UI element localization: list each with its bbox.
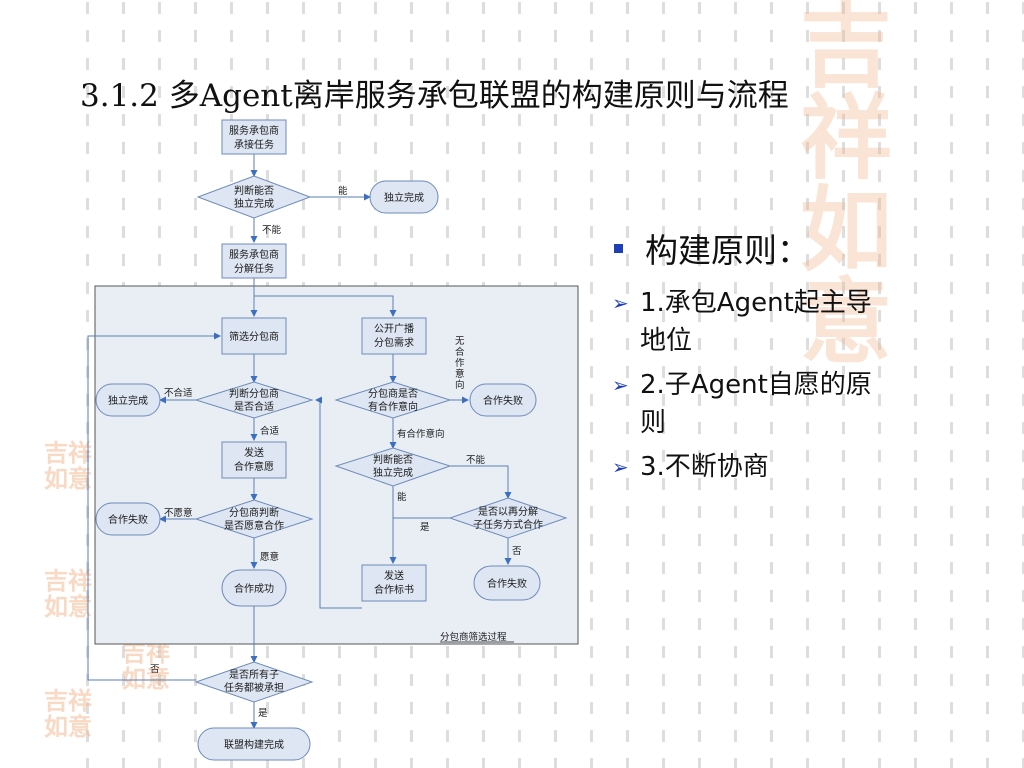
arrow-bullet-icon: ➢ xyxy=(612,291,629,315)
node-contractor-task-l2: 承接任务 xyxy=(234,138,274,151)
node-intention-l2: 有合作意向 xyxy=(368,400,418,413)
node-send-will xyxy=(221,441,287,479)
node-fail-right1-l1: 合作失败 xyxy=(483,394,523,407)
node-publish xyxy=(361,317,427,355)
node-send-will-l1: 发送 xyxy=(244,446,264,459)
edge-label-has-intention: 有合作意向 xyxy=(397,428,445,440)
node-fail-left-l1: 合作失败 xyxy=(108,513,148,526)
node-judge-independent xyxy=(196,175,312,219)
node-done xyxy=(197,727,311,761)
principle-item: ➢ 2.子Agent自愿的原则 xyxy=(612,366,912,442)
decorative-seal-small-4: 吉祥如意 xyxy=(44,686,92,741)
decorative-seal-small-2: 吉祥如意 xyxy=(44,566,92,621)
decorative-seal-large: 吉祥如意 xyxy=(800,0,893,376)
node-send-bid-l2: 合作标书 xyxy=(374,583,414,596)
square-bullet-icon xyxy=(614,243,623,253)
principle-item-text: 2.子Agent自愿的原则 xyxy=(640,370,872,438)
principles-heading: 构建原则： xyxy=(612,224,912,272)
edge-label-unwilling: 不愿意 xyxy=(164,507,193,519)
decorative-seal-small-1: 吉祥如意 xyxy=(44,438,92,493)
node-all-assigned-l1: 是否所有子 xyxy=(229,668,279,681)
edge-label-no-bottom: 否 xyxy=(150,664,160,675)
edge-label-cannot2: 不能 xyxy=(466,454,486,466)
slide-title: 3.1.2 多Agent离岸服务承包联盟的构建原则与流程 xyxy=(80,78,789,114)
edge-label-no: 否 xyxy=(512,546,522,557)
edge-label-willing: 愿意 xyxy=(260,551,279,563)
node-decompose-again-l1: 是否以再分解 xyxy=(478,505,538,518)
node-send-bid xyxy=(361,564,427,602)
node-suitable-l2: 是否合适 xyxy=(234,400,274,413)
node-willing-l1: 分包商判断 xyxy=(229,506,279,519)
node-all-assigned-l2: 任务都被承担 xyxy=(224,681,284,694)
edge-label-yes: 是 xyxy=(420,522,430,533)
node-fail-right2-l1: 合作失败 xyxy=(487,577,527,590)
node-suitable xyxy=(194,381,314,419)
node-all-assigned xyxy=(194,661,314,703)
principle-item-text: 1.承包Agent起主导地位 xyxy=(640,288,872,356)
node-willing xyxy=(194,499,314,539)
node-judge-independent2 xyxy=(334,447,452,487)
node-screen-l1: 筛选分包商 xyxy=(229,330,279,343)
edge-label-can: 能 xyxy=(338,185,348,197)
principle-item: ➢ 1.承包Agent起主导地位 xyxy=(612,284,912,360)
node-send-will-l2: 合作意愿 xyxy=(234,460,274,473)
node-judge-independent2-l1: 判断能否 xyxy=(373,453,413,466)
node-screen xyxy=(221,317,287,355)
edge-label-not-suitable: 不合适 xyxy=(164,387,193,399)
node-decompose xyxy=(221,243,287,279)
arrow-bullet-icon: ➢ xyxy=(612,373,629,397)
node-judge-independent-l1: 判断能否 xyxy=(234,184,274,197)
node-success xyxy=(221,569,287,607)
node-intention-l1: 分包商是否 xyxy=(368,387,418,400)
node-willing-l2: 是否愿意合作 xyxy=(224,519,284,532)
node-send-bid-l1: 发送 xyxy=(384,569,404,582)
frame-caption: 分包商筛选过程 xyxy=(440,631,507,643)
principle-item: ➢ 3.不断协商 xyxy=(612,448,912,486)
node-decompose-l1: 服务承包商 xyxy=(229,248,279,261)
node-contractor-task xyxy=(221,119,287,155)
node-judge-independent-l2: 独立完成 xyxy=(234,197,274,210)
node-independent-left-l1: 独立完成 xyxy=(108,394,148,407)
node-intention xyxy=(334,381,452,419)
node-decompose-again-l2: 子任务方式合作 xyxy=(473,518,543,531)
edge-label-no-intention: 无合作意向 xyxy=(455,336,465,391)
node-decompose-l2: 分解任务 xyxy=(234,262,274,275)
node-decompose-again xyxy=(448,497,568,539)
node-publish-l2: 分包需求 xyxy=(374,336,414,349)
edge-label-yes-bottom: 是 xyxy=(258,708,268,719)
edge-label-can2: 能 xyxy=(397,491,407,503)
node-judge-independent2-l2: 独立完成 xyxy=(373,466,413,479)
node-independent-top xyxy=(369,180,439,214)
edge-label-suitable: 合适 xyxy=(260,425,280,437)
node-success-l1: 合作成功 xyxy=(234,582,274,595)
principles-heading-text: 构建原则： xyxy=(645,231,810,270)
node-independent-top-l1: 独立完成 xyxy=(384,191,424,204)
node-independent-left xyxy=(95,383,161,417)
edge-label-cannot: 不能 xyxy=(262,224,282,236)
principle-item-text: 3.不断协商 xyxy=(640,452,769,482)
node-suitable-l1: 判断分包商 xyxy=(229,387,279,400)
arrow-bullet-icon: ➢ xyxy=(612,455,629,479)
node-publish-l1: 公开广播 xyxy=(374,322,414,335)
node-fail-left xyxy=(95,502,161,536)
node-contractor-task-l1: 服务承包商 xyxy=(229,124,279,137)
node-fail-right2 xyxy=(473,565,541,601)
node-fail-right1 xyxy=(469,383,537,417)
node-done-l1: 联盟构建完成 xyxy=(224,738,284,751)
principles-list: 构建原则： ➢ 1.承包Agent起主导地位 ➢ 2.子Agent自愿的原则 ➢… xyxy=(612,224,912,492)
